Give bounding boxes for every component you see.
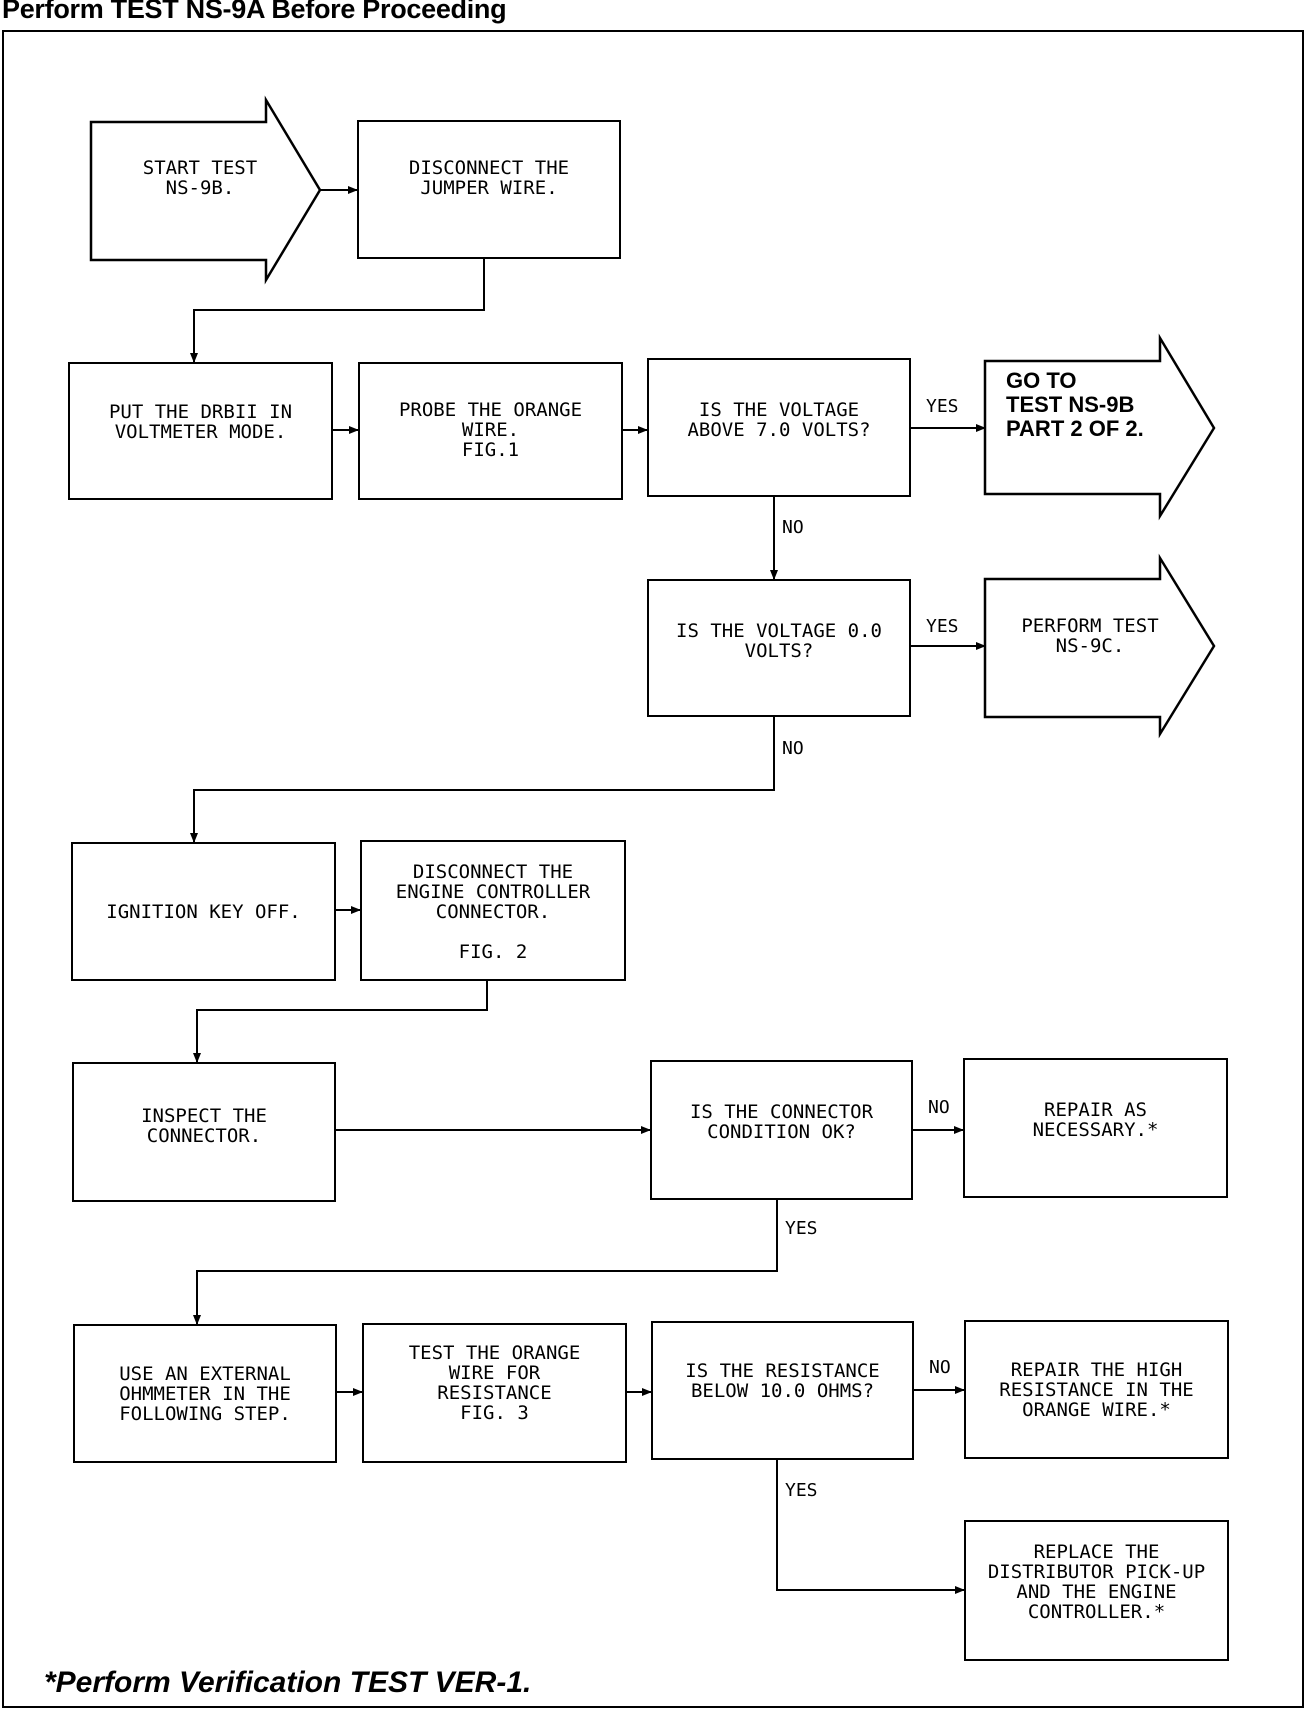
probe-orange-text: PROBE THE ORANGE WIRE. FIG.1	[398, 399, 583, 461]
disconnect-engine-text: DISCONNECT THE ENGINE CONTROLLER CONNECT…	[395, 861, 591, 923]
edge-label-yes: YES	[785, 1218, 818, 1239]
use-ohmmeter-text: USE AN EXTERNAL OHMMETER IN THE FOLLOWIN…	[119, 1363, 291, 1425]
replace-distributor-box: REPLACE THE DISTRIBUTOR PICK-UP AND THE …	[964, 1520, 1229, 1661]
page-header: Perform TEST NS-9A Before Proceeding	[2, 0, 507, 24]
start-test-label: START TEST NS-9B.	[142, 157, 258, 199]
edge-voltage0-no	[190, 717, 775, 843]
repair-as-necessary-box: REPAIR AS NECESSARY.*	[963, 1058, 1228, 1198]
edge-label-no: NO	[782, 517, 804, 538]
voltage-above-7-text: IS THE VOLTAGE ABOVE 7.0 VOLTS?	[687, 399, 871, 441]
start-arrow-shape	[89, 95, 322, 285]
test-orange-box: TEST THE ORANGE WIRE FOR RESISTANCE FIG.…	[362, 1323, 627, 1463]
edge-disconnect-engine-to-inspect	[193, 981, 488, 1063]
edge-label-no: NO	[929, 1357, 951, 1378]
disconnect-jumper-box: DISCONNECT THE JUMPER WIRE.	[357, 120, 621, 259]
edge-disconnect-to-put	[190, 259, 485, 363]
voltage-zero-text: IS THE VOLTAGE 0.0 VOLTS?	[676, 620, 882, 662]
voltage-zero-box: IS THE VOLTAGE 0.0 VOLTS?	[647, 579, 911, 717]
repair-high-resistance-text: REPAIR THE HIGH RESISTANCE IN THE ORANGE…	[999, 1359, 1194, 1421]
edge-label-yes: YES	[926, 616, 959, 637]
repair-high-resistance-box: REPAIR THE HIGH RESISTANCE IN THE ORANGE…	[964, 1320, 1229, 1459]
edge-label-yes: YES	[926, 396, 959, 417]
edge-connector-ok-yes	[193, 1198, 778, 1325]
goto-ns9b-part2-text: GO TO TEST NS-9B PART 2 OF 2.	[1006, 368, 1144, 441]
disconnect-engine-fig: FIG. 2	[458, 941, 528, 963]
connector-ok-text: IS THE CONNECTOR CONDITION OK?	[689, 1101, 874, 1143]
probe-orange-box: PROBE THE ORANGE WIRE. FIG.1	[358, 362, 623, 500]
ignition-off-text: IGNITION KEY OFF.	[106, 901, 301, 923]
repair-as-necessary-text: REPAIR AS NECESSARY.*	[1032, 1099, 1159, 1141]
diagram-frame	[2, 30, 1304, 1708]
resistance-below-10-box: IS THE RESISTANCE BELOW 10.0 OHMS?	[651, 1321, 914, 1460]
put-drbii-box: PUT THE DRBII IN VOLTMETER MODE.	[68, 362, 333, 500]
voltage-above-7-box: IS THE VOLTAGE ABOVE 7.0 VOLTS?	[647, 358, 911, 497]
footer-note: *Perform Verification TEST VER-1.	[44, 1666, 532, 1699]
inspect-connector-text: INSPECT THE CONNECTOR.	[141, 1105, 267, 1147]
replace-distributor-text: REPLACE THE DISTRIBUTOR PICK-UP AND THE …	[987, 1541, 1206, 1623]
ignition-off-box: IGNITION KEY OFF.	[71, 842, 336, 981]
edge-label-no: NO	[782, 738, 804, 759]
perform-ns9c-text: PERFORM TEST NS-9C.	[1021, 615, 1159, 657]
disconnect-engine-box: DISCONNECT THE ENGINE CONTROLLER CONNECT…	[360, 840, 626, 981]
put-drbii-text: PUT THE DRBII IN VOLTMETER MODE.	[108, 401, 293, 443]
perform-ns9c-arrow-shape	[983, 553, 1216, 739]
goto-part2-arrow-shape	[983, 333, 1216, 521]
disconnect-jumper-text: DISCONNECT THE JUMPER WIRE.	[408, 157, 570, 199]
resistance-below-10-text: IS THE RESISTANCE BELOW 10.0 OHMS?	[685, 1360, 880, 1402]
use-ohmmeter-box: USE AN EXTERNAL OHMMETER IN THE FOLLOWIN…	[73, 1324, 337, 1463]
inspect-connector-box: INSPECT THE CONNECTOR.	[72, 1062, 336, 1202]
edge-label-no: NO	[928, 1097, 950, 1118]
edge-resistance-yes	[776, 1460, 965, 1594]
edge-label-yes: YES	[785, 1480, 818, 1501]
connector-ok-box: IS THE CONNECTOR CONDITION OK?	[650, 1060, 913, 1200]
test-orange-text: TEST THE ORANGE WIRE FOR RESISTANCE FIG.…	[408, 1342, 581, 1424]
